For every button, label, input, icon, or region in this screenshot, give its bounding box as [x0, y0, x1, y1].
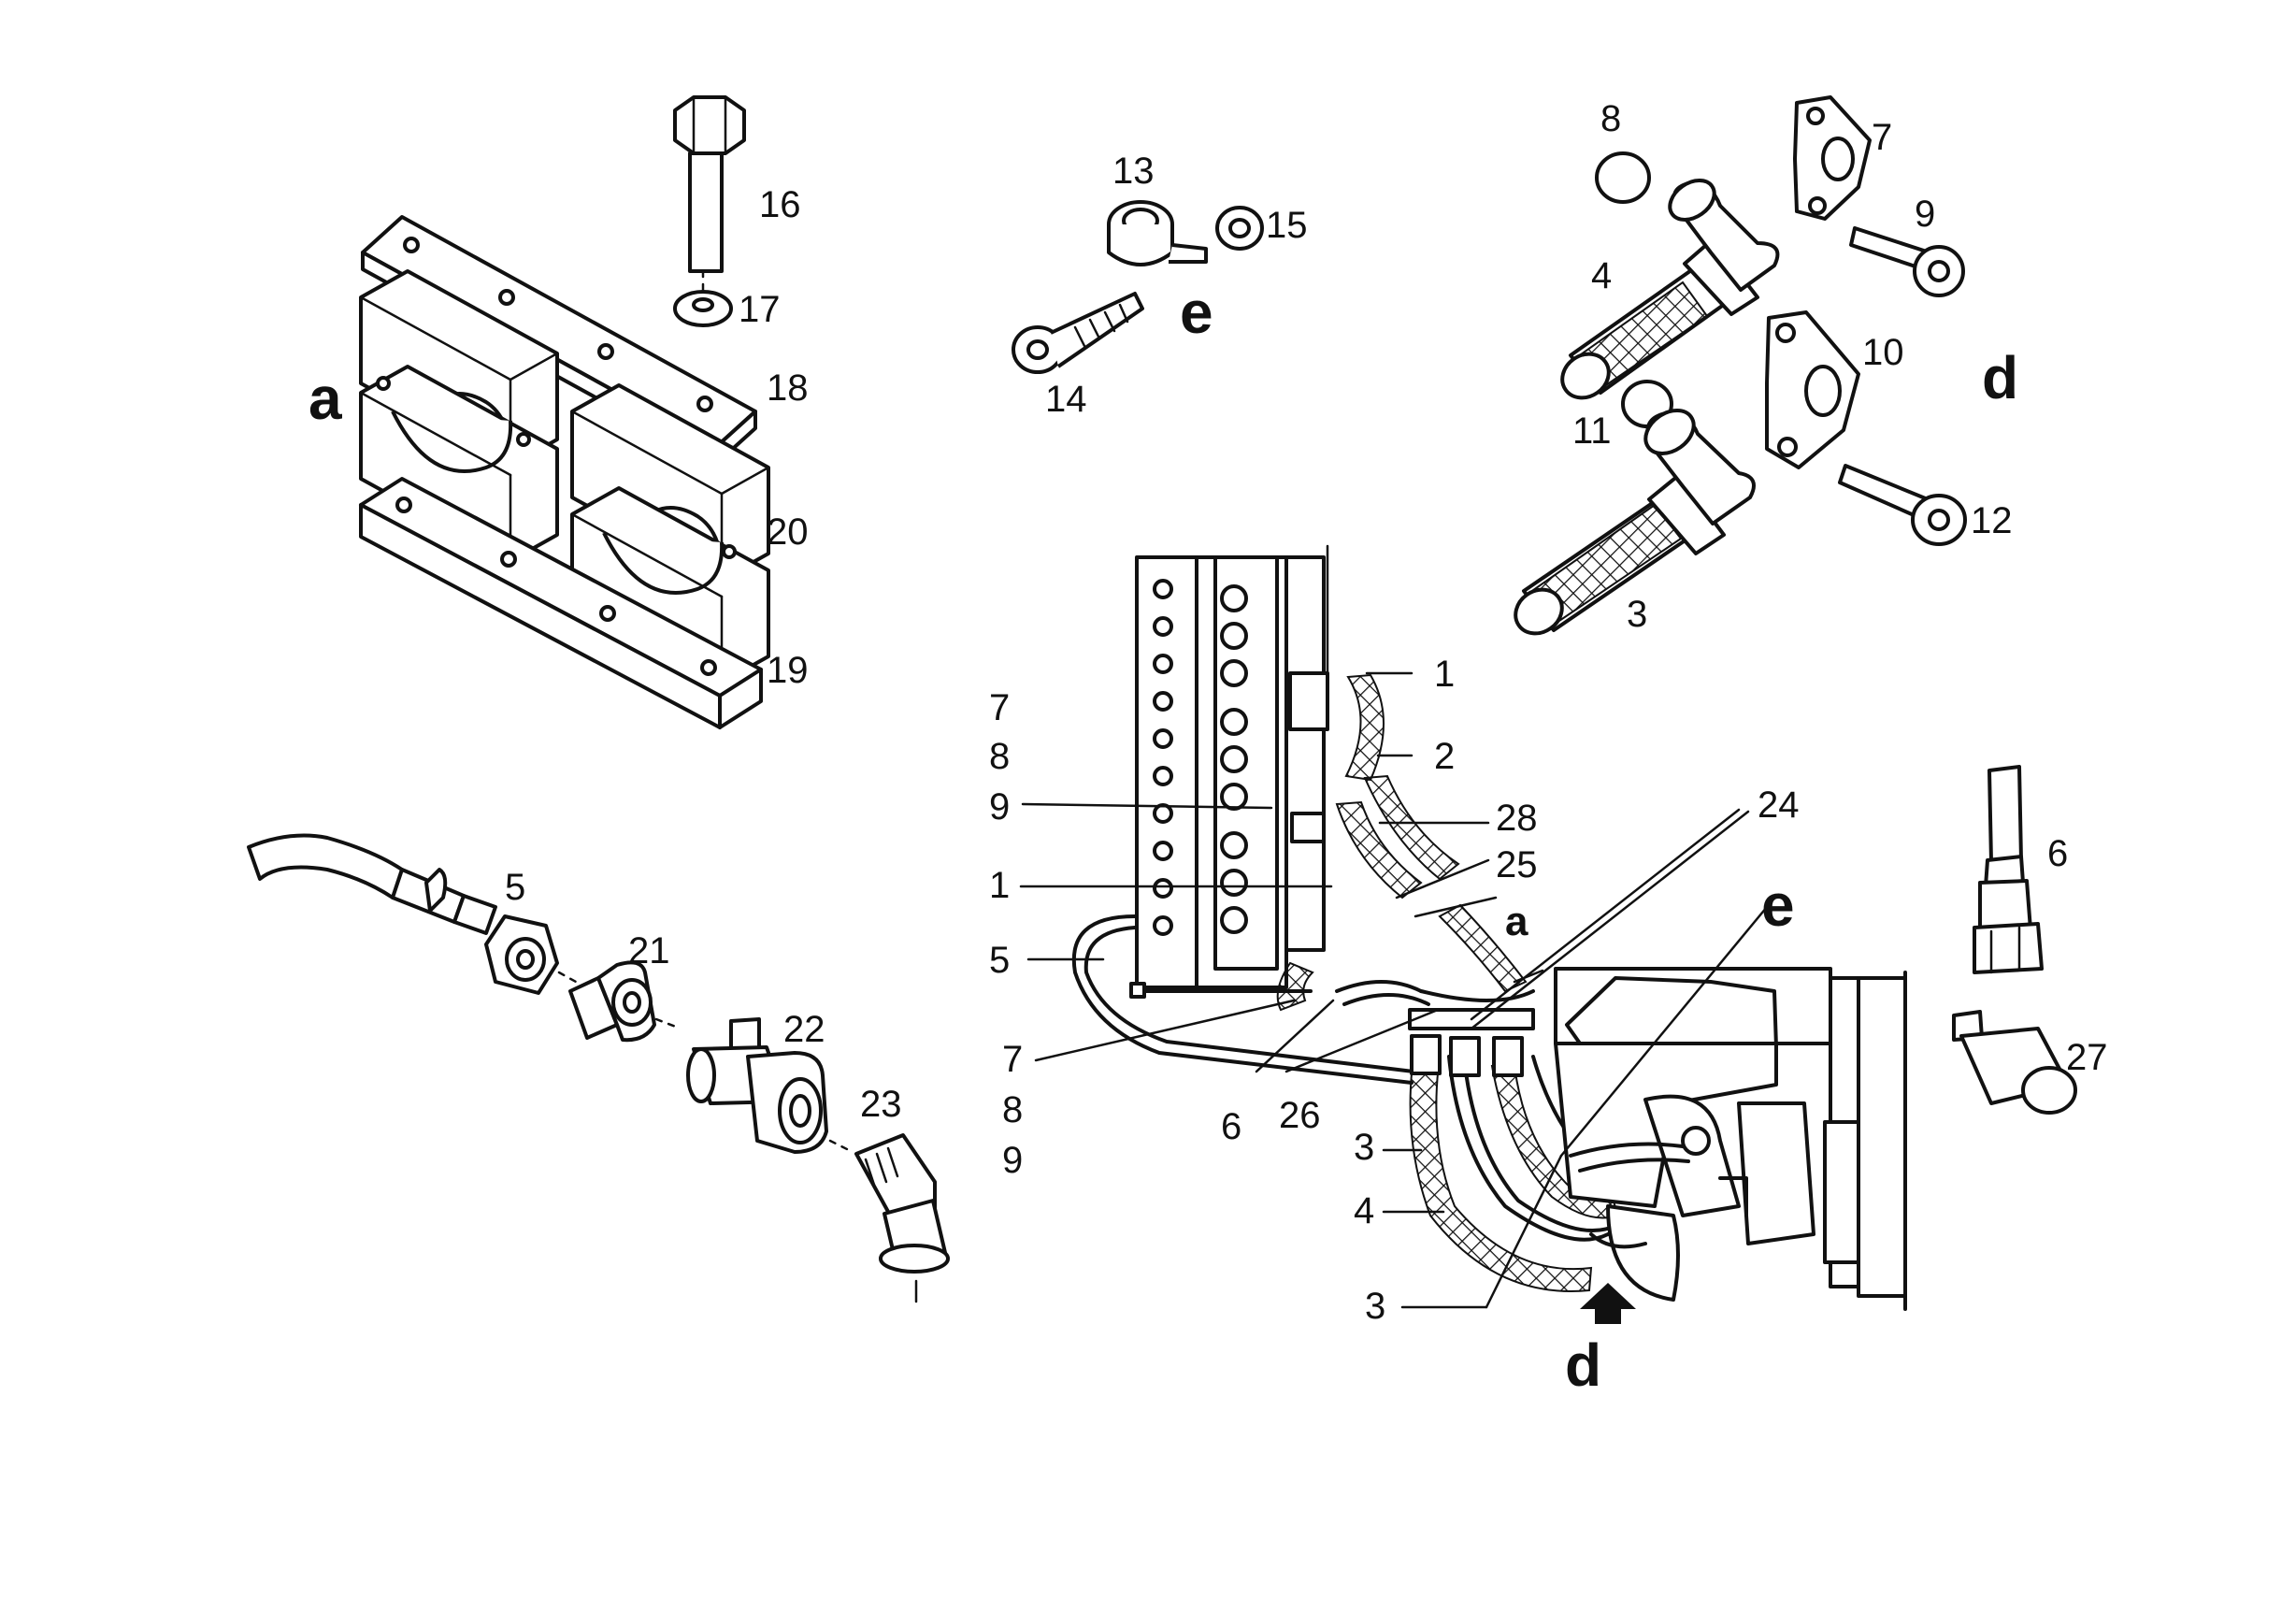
tee-22: [686, 1017, 828, 1154]
view-arrow-d: [1580, 1283, 1636, 1324]
label-10: 10: [1862, 332, 1904, 373]
group-letter-a: a: [309, 365, 342, 432]
label-bottom-26: 26: [1279, 1095, 1321, 1136]
label-bottom-6: 6: [1221, 1106, 1241, 1147]
hose-bundle: [1276, 673, 1535, 1012]
clamp-half-lower-right: [570, 486, 770, 684]
side-fitting-group: 6 27: [1952, 765, 2108, 1115]
label-23: 23: [860, 1084, 902, 1125]
label-17: 17: [739, 289, 781, 330]
group-letter-d: d: [1982, 344, 2018, 411]
label-right-24: 24: [1758, 784, 1800, 826]
label-22: 22: [783, 1009, 825, 1050]
hose-6: [1973, 765, 2044, 974]
label-13: 13: [1112, 151, 1155, 192]
label-21: 21: [628, 930, 670, 972]
washer-17: [673, 290, 733, 327]
label-left-5: 5: [989, 940, 1010, 981]
label-left-7b: 7: [1002, 1039, 1023, 1080]
adapter-21: [568, 960, 656, 1043]
group-letter-e: e: [1180, 279, 1213, 346]
lower-hoses: [1408, 1008, 1647, 1292]
main-assembly: 7 8 9 1 5 7 8 9 1 2 28 25 24 6 26 3 4 3 …: [989, 544, 1907, 1399]
label-20: 20: [767, 511, 809, 553]
clip-13: [1107, 200, 1208, 266]
label-right-2: 2: [1434, 736, 1455, 777]
label-right-28: 28: [1496, 798, 1538, 839]
label-19: 19: [767, 650, 809, 691]
label-27: 27: [2066, 1037, 2108, 1078]
label-left-8b: 8: [1002, 1089, 1023, 1130]
label-right-1: 1: [1434, 654, 1455, 695]
washer-15: [1215, 206, 1264, 251]
label-16: 16: [759, 184, 801, 225]
label-right-25: 25: [1496, 844, 1538, 885]
pump-body: [1554, 967, 1907, 1311]
label-11: 11: [1572, 410, 1612, 452]
label-8: 8: [1600, 98, 1621, 139]
valve-block: [1135, 544, 1329, 989]
label-left-7: 7: [989, 687, 1010, 728]
leader-lines: [1019, 671, 1769, 1309]
bolt-16: [673, 95, 746, 273]
label-9: 9: [1915, 194, 1935, 235]
bottom-plate-19: [359, 477, 763, 729]
label-15: 15: [1266, 205, 1308, 246]
hose-end-4: [1560, 179, 1780, 400]
flange-half-10: [1765, 310, 1860, 469]
nut-5: [484, 914, 559, 995]
label-18: 18: [767, 367, 809, 409]
label-3: 3: [1627, 594, 1647, 635]
assembly-letter-e: e: [1761, 871, 1795, 939]
o-ring-8: [1595, 151, 1651, 204]
tee-27: [1952, 1010, 2077, 1115]
fittings-group: 5 21 22 23: [247, 833, 950, 1303]
elbow-23: [854, 1133, 950, 1303]
label-bottom-4: 4: [1354, 1190, 1374, 1231]
label-6: 6: [2047, 833, 2068, 874]
label-left-8: 8: [989, 736, 1010, 777]
label-5: 5: [505, 867, 525, 908]
hose-group-d: d 8 7 9 4 10 11 12 3: [1514, 95, 2018, 636]
assembly-letter-a: a: [1505, 899, 1528, 944]
label-bottom-3: 3: [1354, 1127, 1374, 1168]
assembly-letter-d: d: [1565, 1331, 1601, 1399]
label-left-9b: 9: [1002, 1140, 1023, 1181]
label-left-9: 9: [989, 786, 1010, 828]
pipe-5-loop: [1071, 914, 1415, 1085]
pipe-clamp-group-a: a 16 17 18 20 19: [309, 95, 809, 729]
flange-half-7: [1793, 95, 1872, 221]
pipe-5: [247, 833, 497, 935]
label-12: 12: [1971, 500, 2013, 541]
label-left-1: 1: [989, 865, 1010, 906]
hose-end-3: [1514, 409, 1756, 636]
label-4: 4: [1591, 255, 1612, 296]
label-7: 7: [1872, 117, 1892, 158]
clip-group-e: e 13 15 14: [1012, 151, 1308, 420]
screw-14: [1012, 292, 1144, 374]
clamp-half-lower-left: [359, 365, 559, 563]
label-bottom-3b: 3: [1365, 1286, 1385, 1327]
label-14: 14: [1045, 379, 1087, 420]
screw-9: [1849, 226, 1965, 297]
screw-12: [1838, 464, 1967, 546]
